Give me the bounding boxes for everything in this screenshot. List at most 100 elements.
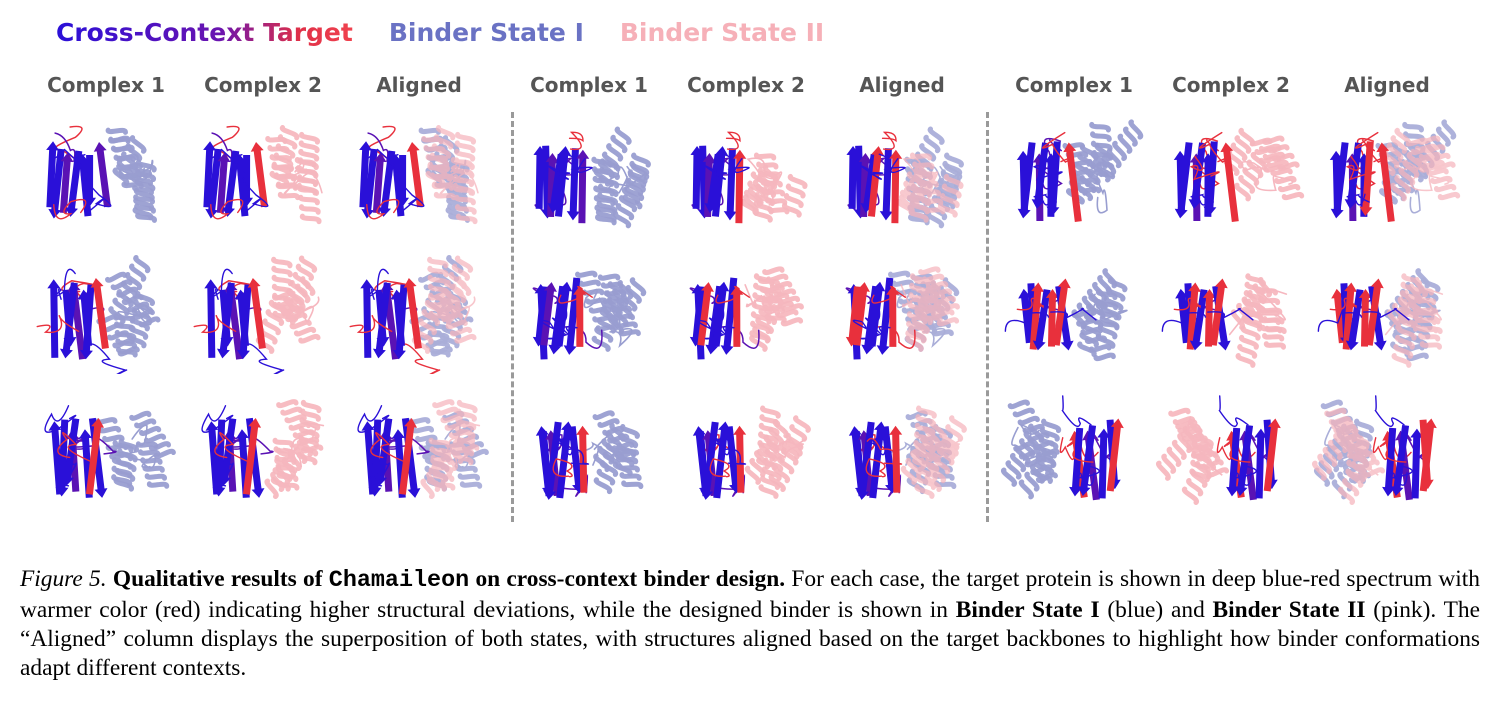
loop-mark xyxy=(768,171,783,206)
strand-mark xyxy=(1063,142,1082,222)
binder-structure xyxy=(1155,407,1230,505)
loop-mark xyxy=(288,296,320,319)
binder-structure xyxy=(1222,127,1305,202)
loop-mark xyxy=(1095,303,1128,321)
helix-mark xyxy=(255,299,288,354)
loop-mark xyxy=(366,198,400,220)
loop-mark xyxy=(864,307,891,339)
loop-mark xyxy=(710,437,747,465)
target-structure xyxy=(1059,395,1124,501)
loop-mark xyxy=(53,268,76,300)
loop-mark xyxy=(1329,297,1357,313)
target-structure xyxy=(532,277,603,360)
strand-mark xyxy=(1097,428,1111,499)
binder-structure xyxy=(575,270,647,352)
helix-mark xyxy=(593,126,632,187)
binder-structure xyxy=(265,125,323,225)
loop-mark xyxy=(1091,293,1104,314)
protein-render xyxy=(1173,127,1305,222)
structure-panel xyxy=(826,252,978,374)
strand-mark xyxy=(79,284,95,360)
strand-mark xyxy=(1330,142,1349,219)
binder-structure xyxy=(96,254,161,358)
loop-mark xyxy=(291,305,314,323)
helix-mark xyxy=(906,126,945,187)
strand-mark xyxy=(250,141,268,208)
loop-mark xyxy=(119,159,154,181)
protein-render xyxy=(193,255,321,374)
helix-mark xyxy=(276,399,324,454)
helix-mark xyxy=(896,171,925,216)
structure-panel xyxy=(1155,392,1307,514)
binder-structure xyxy=(411,255,477,354)
loop-mark xyxy=(744,284,782,313)
binder-structure xyxy=(264,399,325,500)
helix-mark xyxy=(411,299,444,354)
helix-mark xyxy=(591,156,617,226)
caption-title-lead: Qualitative results of xyxy=(112,566,323,592)
strand-mark xyxy=(1359,141,1374,216)
binder-structure xyxy=(1384,273,1444,368)
caption-state-1: Binder State I xyxy=(955,597,1100,623)
column-header: Complex 1 xyxy=(530,73,648,97)
loop-mark xyxy=(1216,437,1251,463)
binder-structure xyxy=(105,127,157,223)
strand-mark xyxy=(1345,289,1364,351)
strand-mark xyxy=(697,282,714,346)
loop-mark xyxy=(1374,395,1405,427)
helix-mark xyxy=(1378,127,1412,176)
structure-panel xyxy=(1311,116,1463,238)
loop-mark xyxy=(1218,395,1249,427)
protein-render xyxy=(689,266,804,360)
loop-mark xyxy=(592,433,629,466)
loop-mark xyxy=(1345,155,1376,181)
protein-render xyxy=(846,126,964,229)
helix-mark xyxy=(1018,448,1057,500)
protein-render xyxy=(1317,268,1444,368)
loop-mark xyxy=(370,432,406,463)
caption-title-tail: on cross-context binder design. xyxy=(475,566,786,592)
loop-mark xyxy=(725,131,741,151)
loop-mark xyxy=(1061,395,1092,427)
figure-label: Figure 5. xyxy=(20,566,107,592)
helix-mark xyxy=(1095,119,1144,183)
structure-panel xyxy=(998,392,1150,514)
target-structure xyxy=(1317,278,1410,351)
structure-panel xyxy=(670,392,822,514)
helix-mark xyxy=(112,135,147,187)
loop-mark xyxy=(291,160,308,177)
figure-legend: Cross-Context Target Binder State I Bind… xyxy=(56,18,824,47)
helix-mark xyxy=(899,164,935,214)
strand-mark xyxy=(845,286,861,347)
target-structure xyxy=(689,277,760,360)
helix-mark xyxy=(914,439,943,499)
target-structure xyxy=(692,421,747,500)
strand-mark xyxy=(1382,427,1397,497)
loop-mark xyxy=(248,343,285,374)
protein-render xyxy=(201,399,325,500)
binder-structure xyxy=(421,125,479,225)
helix-mark xyxy=(937,415,967,460)
binder-structure xyxy=(744,266,804,352)
column-header: Complex 2 xyxy=(1172,73,1290,97)
helix-mark xyxy=(597,273,641,337)
loop-mark xyxy=(871,285,906,304)
strand-mark xyxy=(61,418,80,486)
loop-mark xyxy=(551,307,578,339)
strand-mark xyxy=(1419,418,1437,492)
protein-render xyxy=(845,266,960,360)
loop-mark xyxy=(237,173,269,214)
legend-target: Cross-Context Target xyxy=(56,18,353,47)
loop-mark xyxy=(53,198,87,220)
strand-mark xyxy=(392,284,408,360)
strand-mark xyxy=(1220,142,1239,222)
column-header: Aligned xyxy=(1344,73,1430,97)
loop-mark xyxy=(532,287,564,305)
protein-render xyxy=(1161,273,1288,368)
loop-mark xyxy=(609,165,647,189)
loop-mark xyxy=(1059,437,1094,463)
caption-text-2: (blue) and xyxy=(1107,597,1205,623)
strand-mark xyxy=(242,417,262,495)
strand-mark xyxy=(554,146,572,217)
loop-mark xyxy=(696,319,726,340)
